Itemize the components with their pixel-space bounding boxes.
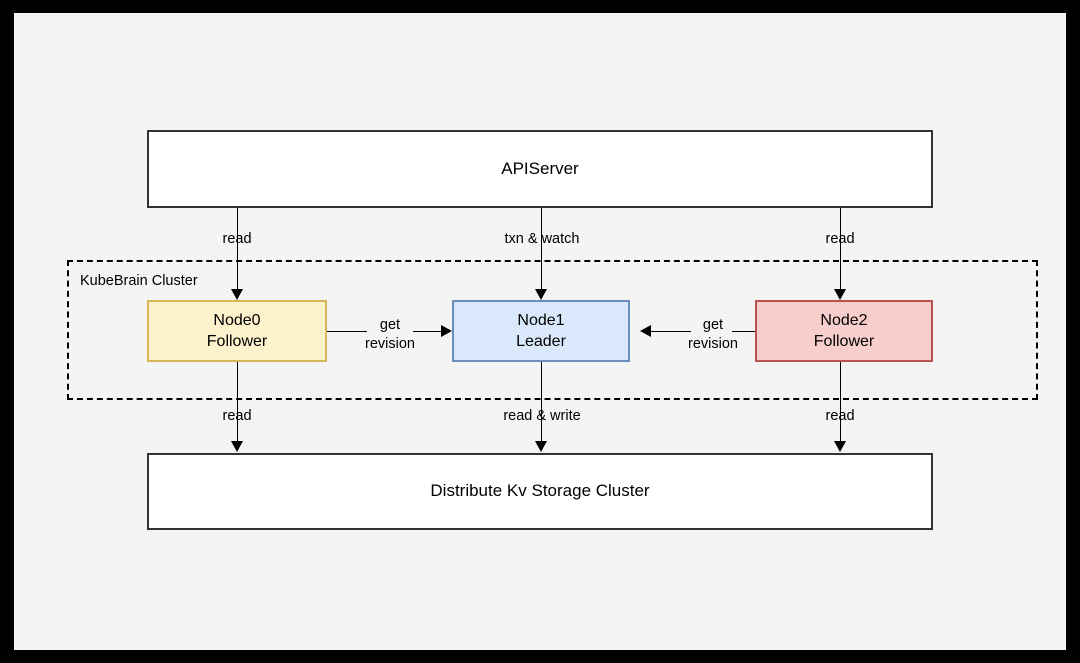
edge-node0-node1-line-right xyxy=(413,331,442,332)
edge-label-node2-storage: read xyxy=(825,408,855,424)
kubebrain-cluster-boundary xyxy=(67,260,1038,400)
edge-label-apiserver-node2: read xyxy=(825,231,855,247)
edge-label-node2-node1-line2: revision xyxy=(688,335,738,352)
node2-box[interactable]: Node2 Follower xyxy=(755,300,933,362)
edge-label-node0-node1-line2: revision xyxy=(365,335,415,352)
edge-node2-storage-line xyxy=(840,362,841,442)
edge-node2-node1-arrowhead xyxy=(640,325,651,337)
edge-label-node0-storage: read xyxy=(222,408,252,424)
edge-apiserver-node2-arrowhead xyxy=(834,289,846,300)
edge-node2-node1-line-left xyxy=(651,331,691,332)
edge-node1-storage-line xyxy=(541,362,542,442)
node1-name: Node1 xyxy=(517,311,565,329)
edge-label-node2-node1-line1: get xyxy=(702,317,724,333)
edge-label-apiserver-node0: read xyxy=(222,231,252,247)
node0-role: Follower xyxy=(206,333,268,350)
diagram-canvas: APIServer KubeBrain Cluster read txn & w… xyxy=(14,13,1066,650)
apiserver-box[interactable]: APIServer xyxy=(147,130,933,208)
edge-node0-storage-line xyxy=(237,362,238,442)
storage-label: Distribute Kv Storage Cluster xyxy=(430,481,650,501)
edge-apiserver-node1-line xyxy=(541,208,542,290)
storage-box[interactable]: Distribute Kv Storage Cluster xyxy=(147,453,933,530)
edge-apiserver-node0-arrowhead xyxy=(231,289,243,300)
edge-label-apiserver-node1: txn & watch xyxy=(504,231,580,247)
edge-apiserver-node1-arrowhead xyxy=(535,289,547,300)
kubebrain-cluster-label: KubeBrain Cluster xyxy=(80,273,198,289)
edge-apiserver-node2-line xyxy=(840,208,841,290)
node2-role: Follower xyxy=(813,333,875,350)
edge-label-node0-node1: get revision xyxy=(350,316,430,354)
edge-node2-node1-line-right xyxy=(732,331,755,332)
edge-label-node2-node1: get revision xyxy=(673,316,753,354)
node0-name: Node0 xyxy=(213,311,261,329)
edge-apiserver-node0-line xyxy=(237,208,238,290)
edge-node0-node1-arrowhead xyxy=(441,325,452,337)
edge-node2-storage-arrowhead xyxy=(834,441,846,452)
node2-name: Node2 xyxy=(820,311,868,329)
edge-node1-storage-arrowhead xyxy=(535,441,547,452)
edge-label-node0-node1-line1: get xyxy=(379,317,401,333)
edge-node0-node1-line-left xyxy=(327,331,367,332)
edge-label-node1-storage: read & write xyxy=(503,408,581,424)
node1-role: Leader xyxy=(516,333,566,350)
apiserver-label: APIServer xyxy=(501,158,579,178)
node0-box[interactable]: Node0 Follower xyxy=(147,300,327,362)
edge-node0-storage-arrowhead xyxy=(231,441,243,452)
node1-box[interactable]: Node1 Leader xyxy=(452,300,630,362)
